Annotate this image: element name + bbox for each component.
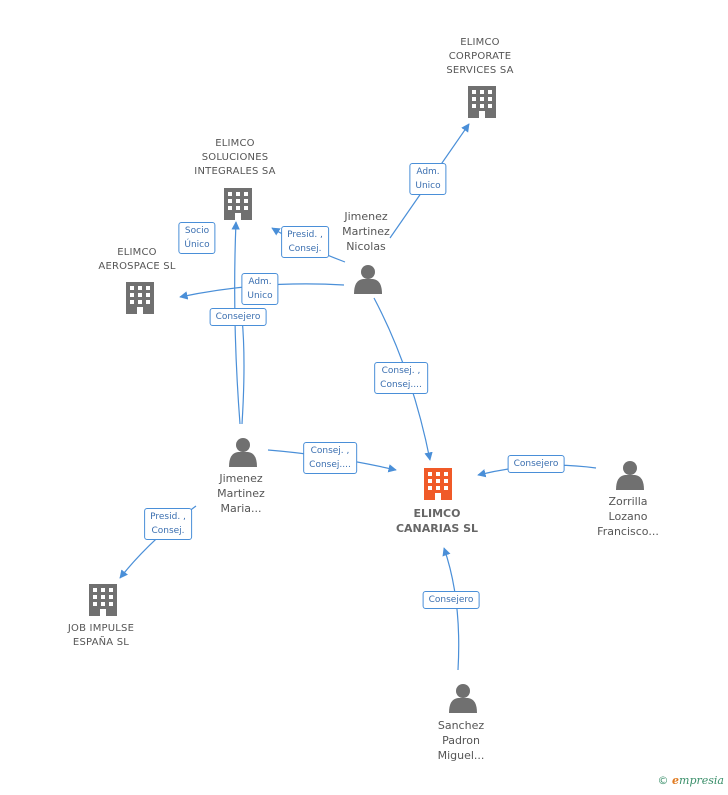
edge-label-consej-maria-canarias: Consej. , Consej.... bbox=[303, 442, 357, 474]
edge-label-consejero-sanchez: Consejero bbox=[422, 591, 480, 609]
edge-label-adm-unico-corporate: Adm. Unico bbox=[409, 163, 447, 195]
node-label-elimco-soluciones[interactable]: ELIMCO SOLUCIONES INTEGRALES SA bbox=[194, 138, 276, 177]
edge-label-presid-consej-job: Presid. , Consej. bbox=[144, 508, 192, 540]
building-icon[interactable] bbox=[224, 188, 252, 220]
node-label-sanchez[interactable]: Sanchez Padron Miguel... bbox=[437, 719, 485, 762]
person-icon[interactable] bbox=[616, 461, 644, 490]
edge-label-consejero-aerospace: Consejero bbox=[209, 308, 267, 326]
edge-sanchez-canarias bbox=[442, 547, 460, 671]
edge-maria-aerospace bbox=[241, 317, 245, 425]
edge-label-adm-unico-aerospace: Adm. Unico bbox=[241, 273, 279, 305]
building-icon[interactable] bbox=[89, 584, 117, 616]
node-label-jimenez-nicolas[interactable]: Jimenez Martinez Nicolas bbox=[342, 210, 390, 253]
brand-logo: empresia bbox=[672, 774, 724, 787]
node-label-elimco-aerospace[interactable]: ELIMCO AEROSPACE SL bbox=[98, 247, 176, 272]
edge-label-socio-unico: Socio Único bbox=[178, 222, 216, 254]
node-label-elimco-canarias[interactable]: ELIMCO CANARIAS SL bbox=[395, 507, 479, 535]
person-icon[interactable] bbox=[229, 438, 257, 467]
node-label-elimco-corporate[interactable]: ELIMCO CORPORATE SERVICES SA bbox=[446, 37, 514, 76]
building-icon[interactable] bbox=[126, 282, 154, 314]
footer-brand[interactable]: © empresia bbox=[658, 774, 724, 787]
building-icon-main[interactable] bbox=[424, 468, 452, 500]
person-icon[interactable] bbox=[449, 684, 477, 713]
edge-label-consejero-zorrilla: Consejero bbox=[507, 455, 565, 473]
copyright-symbol: © bbox=[657, 774, 669, 787]
edge-label-consej-nicolas-canarias: Consej. , Consej.... bbox=[374, 362, 428, 394]
node-label-zorrilla[interactable]: Zorrilla Lozano Francisco... bbox=[597, 495, 659, 538]
edge-label-presid-consej-soluciones: Presid. , Consej. bbox=[281, 226, 329, 258]
node-label-jimenez-maria[interactable]: Jimenez Martinez Maria... bbox=[217, 472, 265, 515]
person-icon[interactable] bbox=[354, 265, 382, 294]
building-icon[interactable] bbox=[468, 86, 496, 118]
node-label-job-impulse[interactable]: JOB IMPULSE ESPAÑA SL bbox=[67, 623, 135, 648]
